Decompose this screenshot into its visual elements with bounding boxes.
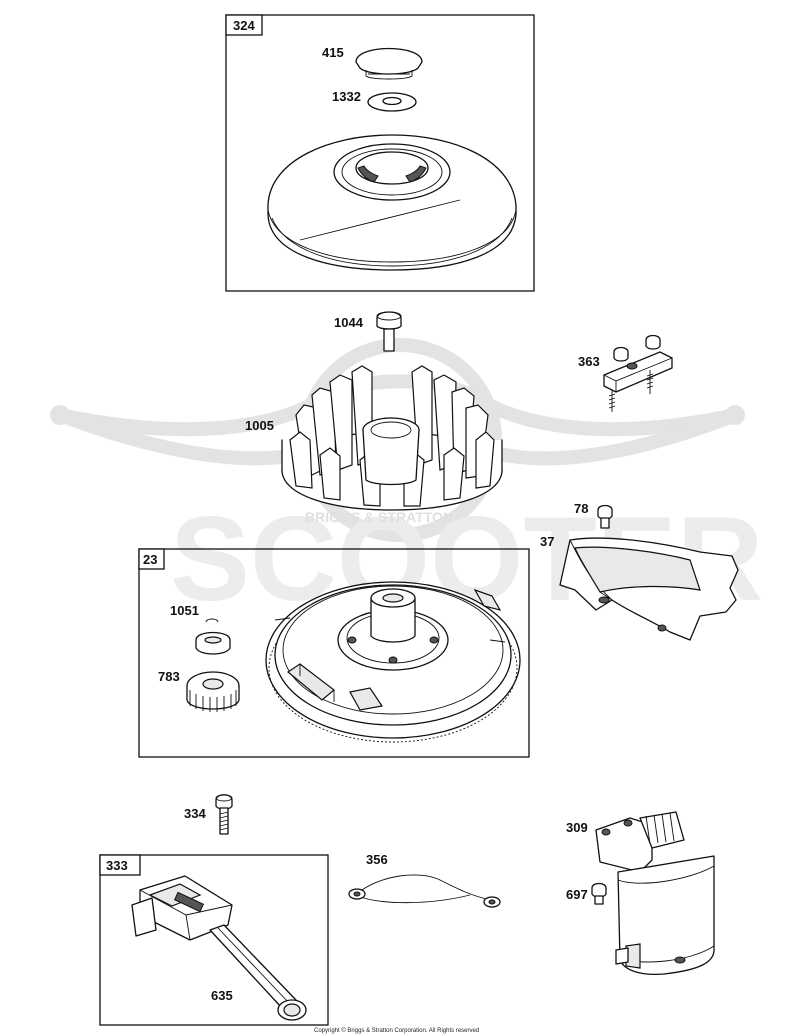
part-333-ignition-module[interactable] (131, 875, 307, 1021)
box-label-324: 324 (233, 18, 255, 33)
part-363-bracket[interactable] (603, 334, 673, 413)
box-label-23: 23 (143, 552, 157, 567)
label-309: 309 (566, 820, 588, 835)
part-37-shroud[interactable] (559, 537, 739, 641)
part-78-bolt[interactable] (597, 504, 613, 529)
label-783: 783 (158, 669, 180, 684)
part-697-bolt[interactable] (591, 882, 607, 905)
label-1051: 1051 (170, 603, 199, 618)
label-78: 78 (574, 501, 588, 516)
part-309-starter-motor[interactable] (595, 811, 715, 976)
label-1005: 1005 (245, 418, 274, 433)
part-1044-bolt[interactable] (376, 311, 402, 352)
part-1005-fan[interactable] (281, 365, 503, 511)
box-23: 23 (138, 548, 530, 758)
label-334: 334 (184, 806, 206, 821)
label-356: 356 (366, 852, 388, 867)
box-324: 324 (225, 14, 535, 292)
part-1051-clip[interactable] (195, 618, 231, 655)
part-1332-washer[interactable] (367, 92, 417, 112)
label-37: 37 (540, 534, 554, 549)
box-333: 333 (99, 854, 329, 1026)
part-flywheel[interactable] (265, 581, 521, 743)
label-635: 635 (211, 988, 233, 1003)
label-1044: 1044 (334, 315, 364, 330)
part-356-ground-wire[interactable] (348, 874, 501, 908)
label-363: 363 (578, 354, 600, 369)
copyright-text: Copyright © Briggs & Stratton Corporatio… (314, 1027, 479, 1034)
part-334-bolt[interactable] (215, 794, 233, 835)
part-415-cap[interactable] (355, 47, 423, 80)
box-label-333: 333 (106, 858, 128, 873)
part-flywheel-screen[interactable] (267, 134, 517, 271)
label-1332: 1332 (332, 89, 361, 104)
label-415: 415 (322, 45, 344, 60)
watermark-ring-text: BRIGGS & STRATTON (305, 509, 453, 525)
part-783-gear[interactable] (186, 671, 240, 712)
label-697: 697 (566, 887, 588, 902)
